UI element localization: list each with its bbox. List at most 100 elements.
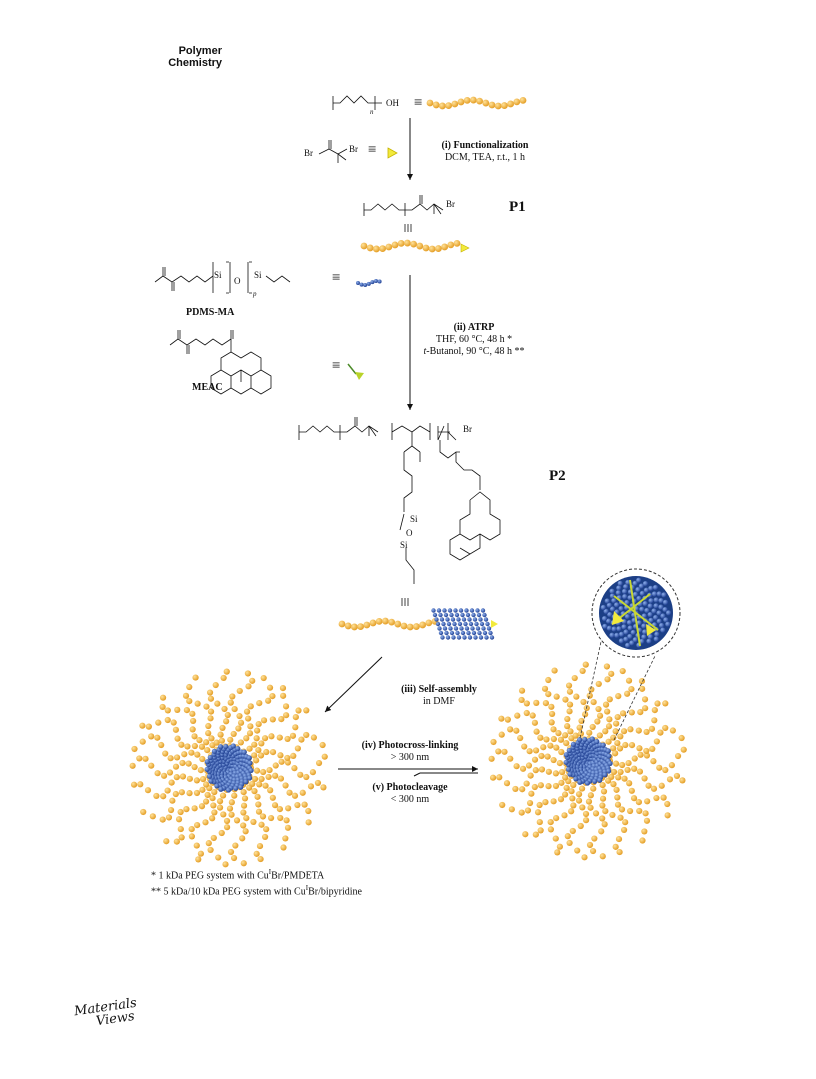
bead — [207, 715, 214, 722]
bead — [241, 795, 249, 802]
bead — [606, 625, 612, 631]
bead — [609, 606, 616, 612]
bead — [581, 854, 588, 861]
step4-title: (iv) Photocross-linking — [361, 740, 459, 751]
p2-o: O — [406, 528, 413, 538]
bead — [552, 782, 560, 790]
bead — [589, 736, 595, 742]
bead — [641, 828, 648, 835]
bead — [647, 633, 653, 640]
bead — [209, 795, 216, 802]
bead — [301, 801, 308, 808]
bead — [636, 577, 642, 583]
bead — [451, 100, 459, 108]
bead — [284, 754, 291, 762]
bead — [674, 752, 682, 760]
bead — [447, 241, 455, 249]
bead — [648, 725, 656, 732]
meac-icon — [347, 363, 357, 375]
equiv-marker-p1 — [404, 224, 412, 232]
bead — [604, 708, 611, 715]
bead — [136, 755, 143, 762]
pdms-name: PDMS-MA — [186, 307, 235, 318]
bead — [272, 762, 279, 769]
bead — [137, 781, 144, 788]
bead — [206, 773, 213, 779]
footnote-1-post: Br/PMDETA — [271, 870, 325, 882]
bead — [267, 814, 275, 822]
bead — [240, 809, 247, 816]
bead — [635, 798, 642, 806]
bead — [513, 727, 520, 734]
bead — [548, 719, 555, 726]
bead — [168, 779, 175, 786]
bead — [531, 719, 539, 726]
bead — [642, 600, 648, 607]
bead — [435, 621, 441, 627]
bead — [631, 765, 638, 772]
bead — [628, 685, 635, 693]
bead — [191, 733, 198, 740]
bead — [599, 853, 606, 860]
bead — [656, 618, 662, 624]
bead — [639, 685, 646, 692]
p1-br: Br — [446, 199, 455, 209]
bead — [606, 753, 612, 759]
bead — [276, 805, 283, 813]
bead — [247, 703, 254, 710]
bead — [602, 728, 609, 735]
bead — [406, 623, 414, 631]
bead — [550, 726, 557, 733]
bead — [498, 715, 505, 722]
bead — [537, 827, 544, 834]
bead — [624, 766, 631, 774]
bead — [616, 745, 624, 752]
bead — [443, 612, 449, 618]
bead — [561, 812, 568, 819]
bead — [625, 677, 633, 684]
bead — [507, 726, 514, 733]
bead — [451, 635, 456, 640]
footnotes: * 1 kDa PEG system with CuIBr/PMDETA ** … — [151, 866, 451, 899]
bead — [550, 735, 557, 743]
bead — [255, 808, 263, 815]
bead — [207, 754, 213, 761]
bead — [623, 629, 629, 635]
bead — [476, 97, 483, 105]
bead — [265, 697, 272, 704]
bead — [595, 705, 602, 713]
bead — [480, 608, 486, 613]
bead — [591, 835, 598, 842]
bead — [648, 617, 654, 623]
bead — [223, 718, 230, 725]
bead — [584, 780, 591, 786]
bead — [305, 819, 312, 826]
bead — [464, 626, 470, 631]
bead — [532, 831, 539, 838]
bead — [295, 707, 302, 714]
bead — [431, 608, 436, 613]
bead — [582, 711, 589, 718]
bead — [172, 790, 179, 798]
bead — [198, 803, 206, 810]
bead — [555, 730, 562, 737]
bead — [253, 767, 261, 774]
bead — [253, 850, 260, 857]
bead — [292, 724, 299, 731]
bead — [256, 781, 263, 788]
equiv-marker-p2 — [401, 598, 409, 606]
bead — [166, 769, 174, 776]
bead — [643, 728, 650, 736]
bead — [459, 626, 464, 631]
bead — [179, 759, 186, 767]
bead — [280, 692, 287, 699]
bead — [246, 745, 253, 752]
bead — [478, 617, 483, 622]
bead — [224, 711, 231, 719]
bead — [615, 693, 622, 700]
bead — [627, 633, 633, 640]
bead — [615, 590, 621, 596]
bead — [208, 735, 215, 742]
bead — [167, 806, 175, 814]
